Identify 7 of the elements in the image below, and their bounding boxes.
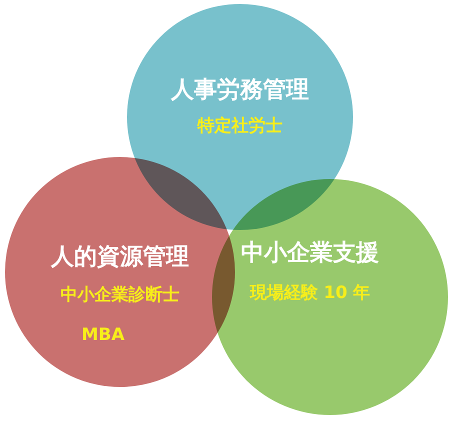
- circle-heading: 中小企業支援: [241, 239, 379, 268]
- circle-subtext: MBA: [81, 325, 125, 345]
- circle-subtext: 特定社労士: [198, 115, 282, 137]
- circle-subtext: 中小企業診断士: [60, 284, 180, 306]
- circle-subtext: 現場経験 10 年: [250, 282, 370, 304]
- circle-heading: 人事労務管理: [171, 76, 309, 105]
- circle-heading: 人的資源管理: [51, 243, 189, 272]
